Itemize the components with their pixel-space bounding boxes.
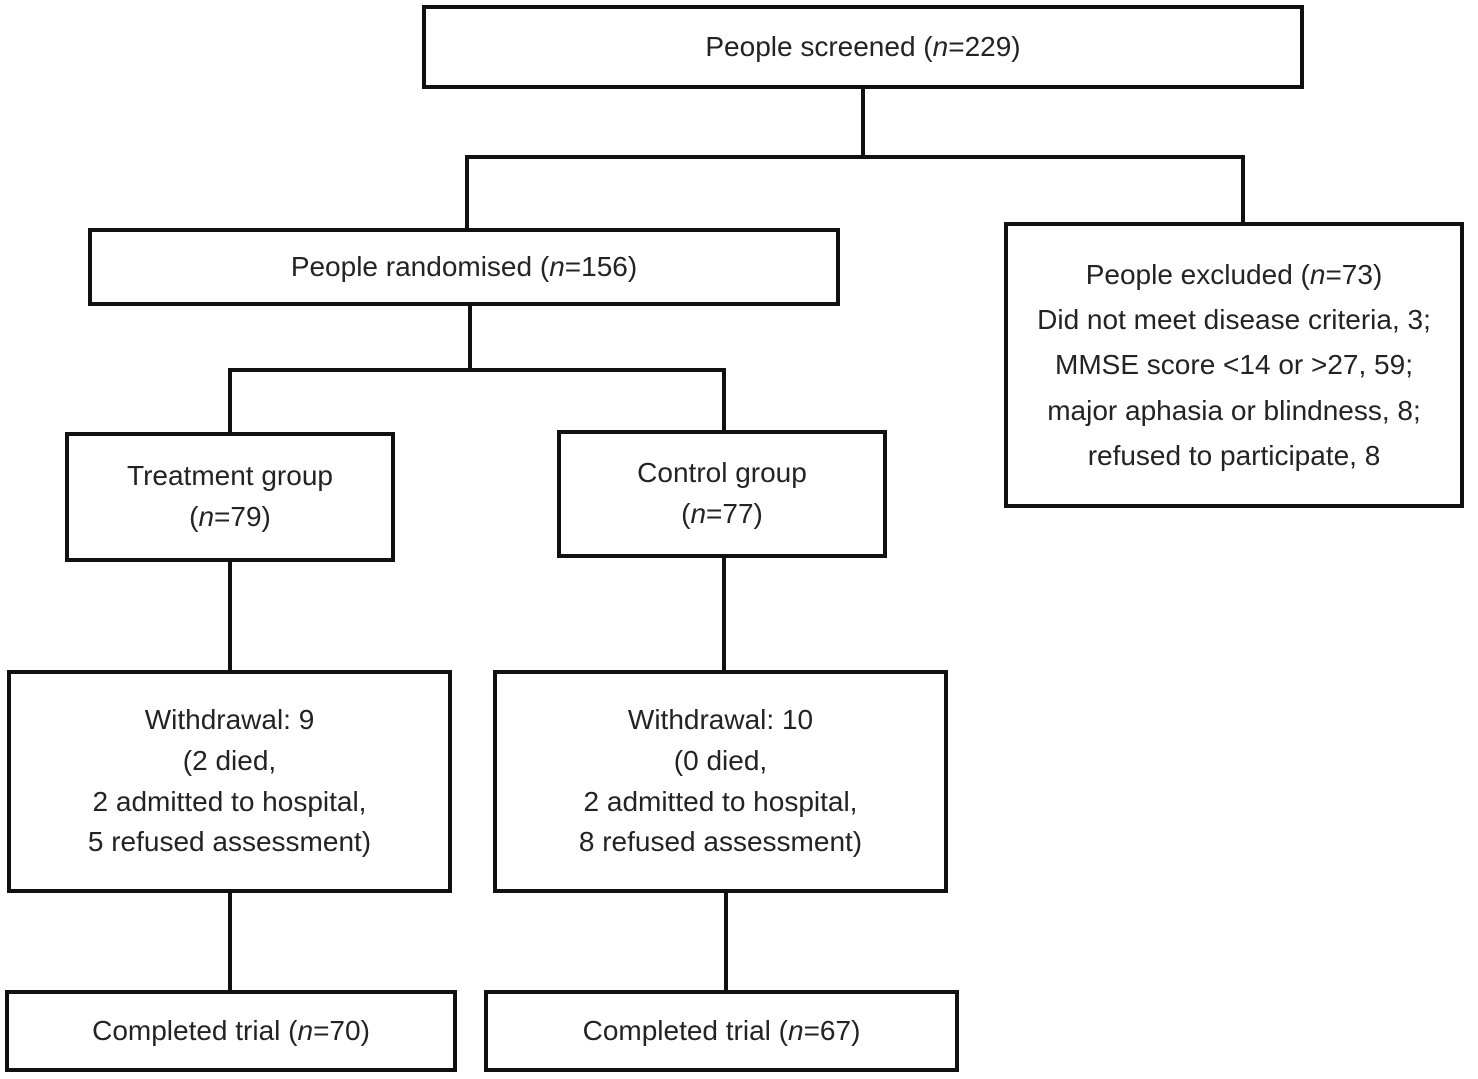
box-label: People randomised (n=156) xyxy=(291,247,637,288)
group-count: (n=79) xyxy=(189,497,271,538)
label-text: =229) xyxy=(948,30,1021,62)
label-text: =67) xyxy=(803,1014,861,1046)
box-people-randomised: People randomised (n=156) xyxy=(88,228,840,306)
exclusion-reason: refused to participate, 8 xyxy=(1087,440,1381,472)
withdrawal-line: (0 died, xyxy=(673,744,768,776)
label-text: People randomised ( xyxy=(290,250,550,282)
n-italic: n xyxy=(932,30,949,62)
group-name: Treatment group xyxy=(127,460,333,492)
connector-to-control xyxy=(722,368,726,432)
label-text: Completed trial ( xyxy=(92,1014,298,1046)
withdrawal-line: 5 refused assessment) xyxy=(87,826,372,858)
connector-withdrawal-to-completed-right xyxy=(724,891,728,992)
exclusion-reason: major aphasia or blindness, 8; xyxy=(1047,394,1421,426)
group-count: (n=77) xyxy=(681,494,763,535)
box-people-excluded: People excluded (n=73) Did not meet dise… xyxy=(1004,222,1464,508)
label-text: ( xyxy=(189,501,199,532)
connector-control-to-withdrawal xyxy=(722,556,726,672)
connector-to-treatment xyxy=(228,368,232,434)
group-name: Control group xyxy=(637,457,807,489)
withdrawal-line: Withdrawal: 9 xyxy=(144,704,315,736)
exclusion-reason: MMSE score <14 or >27, 59; xyxy=(1055,349,1413,381)
withdrawal-line: Withdrawal: 10 xyxy=(627,704,814,736)
connector-treatment-to-withdrawal xyxy=(228,559,232,672)
connector-branch-top xyxy=(465,155,1245,159)
connector-randomised-down xyxy=(468,304,472,372)
box-withdrawal-treatment: Withdrawal: 9 (2 died, 2 admitted to hos… xyxy=(7,670,452,893)
n-italic: n xyxy=(549,250,565,282)
box-people-screened: People screened (n=229) xyxy=(422,5,1304,89)
connector-screened-down xyxy=(861,88,865,159)
connector-branch-to-excluded xyxy=(1241,155,1245,224)
box-label: People excluded (n=73) xyxy=(1086,252,1383,297)
n-italic: n xyxy=(198,501,215,532)
withdrawal-line: (2 died, xyxy=(182,744,277,776)
n-italic: n xyxy=(297,1014,314,1046)
label-text: =156) xyxy=(564,250,638,282)
label-text: =70) xyxy=(313,1014,370,1046)
box-treatment-group: Treatment group (n=79) xyxy=(65,432,395,562)
connector-branch-to-randomised xyxy=(465,155,469,230)
label-text: =77) xyxy=(706,498,763,529)
label-text: Completed trial ( xyxy=(582,1014,788,1046)
label-text: =79) xyxy=(214,501,271,532)
box-label: Completed trial (n=70) xyxy=(92,1011,370,1052)
box-label: Completed trial (n=67) xyxy=(583,1011,861,1052)
n-italic: n xyxy=(690,498,707,529)
label-text: =73) xyxy=(1325,258,1383,290)
withdrawal-line: 2 admitted to hospital, xyxy=(92,785,367,817)
connector-withdrawal-to-completed-left xyxy=(228,891,232,992)
n-italic: n xyxy=(788,1014,804,1046)
box-completed-control: Completed trial (n=67) xyxy=(484,990,959,1072)
connector-branch-groups xyxy=(228,368,726,372)
label-text: ( xyxy=(681,498,691,529)
box-withdrawal-control: Withdrawal: 10 (0 died, 2 admitted to ho… xyxy=(493,670,948,893)
box-completed-treatment: Completed trial (n=70) xyxy=(5,990,457,1072)
box-label: People screened (n=229) xyxy=(705,27,1020,68)
box-control-group: Control group (n=77) xyxy=(557,430,887,558)
withdrawal-line: 2 admitted to hospital, xyxy=(583,785,858,817)
label-text: People excluded ( xyxy=(1085,258,1310,290)
withdrawal-line: 8 refused assessment) xyxy=(578,826,863,858)
n-italic: n xyxy=(1309,258,1326,290)
exclusion-reason: Did not meet disease criteria, 3; xyxy=(1037,303,1431,335)
label-text: People screened ( xyxy=(705,30,933,62)
